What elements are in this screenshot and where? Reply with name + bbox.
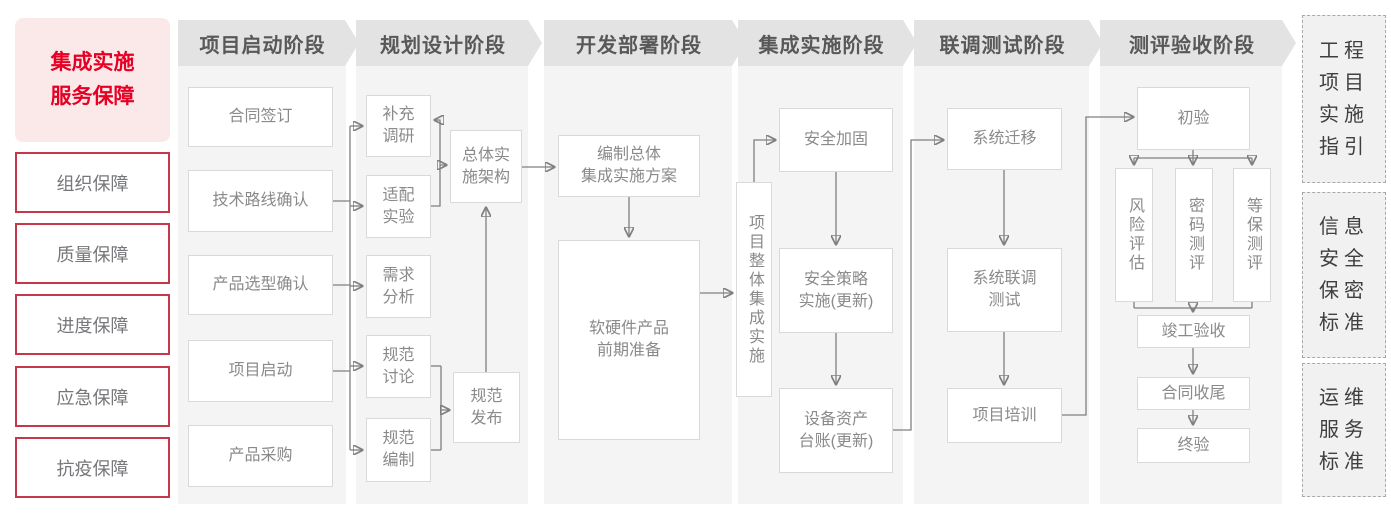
node-spec-discussion: 规范 讨论: [366, 335, 431, 398]
sidebar-title: 集成实施 服务保障: [15, 18, 170, 142]
node-spec-compilation: 规范 编制: [366, 418, 431, 482]
phase-header-dev-deploy: 开发部署阶段: [544, 20, 746, 66]
node-risk-assessment: 风险评估: [1115, 168, 1153, 302]
sidebar-item-epidemic: 抗疫保障: [15, 437, 170, 498]
node-initial-acceptance: 初验: [1137, 87, 1250, 150]
phase-header-acceptance: 测评验收阶段: [1100, 20, 1296, 66]
node-asset-ledger: 设备资产 台账(更新): [779, 388, 893, 473]
node-overall-integration: 项目整体集成实施: [736, 182, 772, 397]
node-requirement-analysis: 需求 分析: [366, 255, 431, 318]
node-project-training: 项目培训: [947, 388, 1062, 443]
phase-header-project-kickoff: 项目启动阶段: [178, 20, 359, 66]
ref-ops-service-standard: 运维 服务 标准: [1302, 363, 1386, 497]
node-system-migration: 系统迁移: [947, 108, 1062, 170]
node-security-policy: 安全策略 实施(更新): [779, 248, 893, 333]
phase-header-planning-design: 规划设计阶段: [356, 20, 542, 66]
node-completion-acceptance: 竣工验收: [1137, 315, 1250, 348]
phase-header-integration: 集成实施阶段: [738, 20, 917, 66]
node-product-preparation: 软硬件产品 前期准备: [558, 240, 700, 440]
node-tech-route: 技术路线确认: [188, 170, 333, 232]
sidebar-item-emergency: 应急保障: [15, 366, 170, 427]
node-product-procurement: 产品采购: [188, 425, 333, 487]
phase-header-joint-test: 联调测试阶段: [914, 20, 1103, 66]
node-crypto-evaluation: 密码测评: [1175, 168, 1213, 302]
node-mlps-evaluation: 等保测评: [1233, 168, 1271, 302]
sidebar-item-schedule: 进度保障: [15, 294, 170, 355]
node-security-hardening: 安全加固: [779, 108, 893, 172]
node-contract-closure: 合同收尾: [1137, 377, 1250, 410]
node-overall-plan: 编制总体 集成实施方案: [558, 135, 700, 197]
node-contract-sign: 合同签订: [188, 87, 333, 147]
sidebar-item-organization: 组织保障: [15, 152, 170, 213]
sidebar-item-quality: 质量保障: [15, 223, 170, 284]
node-joint-testing: 系统联调 测试: [947, 248, 1062, 332]
node-overall-arch: 总体实 施架构: [450, 130, 522, 203]
node-adaptation-test: 适配 实验: [366, 175, 431, 238]
node-product-selection: 产品选型确认: [188, 255, 333, 315]
node-project-kickoff: 项目启动: [188, 340, 333, 402]
node-spec-release: 规范 发布: [453, 372, 520, 443]
node-supplement-research: 补充 调研: [366, 95, 431, 157]
node-final-acceptance: 终验: [1137, 428, 1250, 463]
ref-project-implementation-guide: 工程 项目 实施 指引: [1302, 15, 1386, 183]
ref-info-security-standard: 信息 安全 保密 标准: [1302, 192, 1386, 358]
